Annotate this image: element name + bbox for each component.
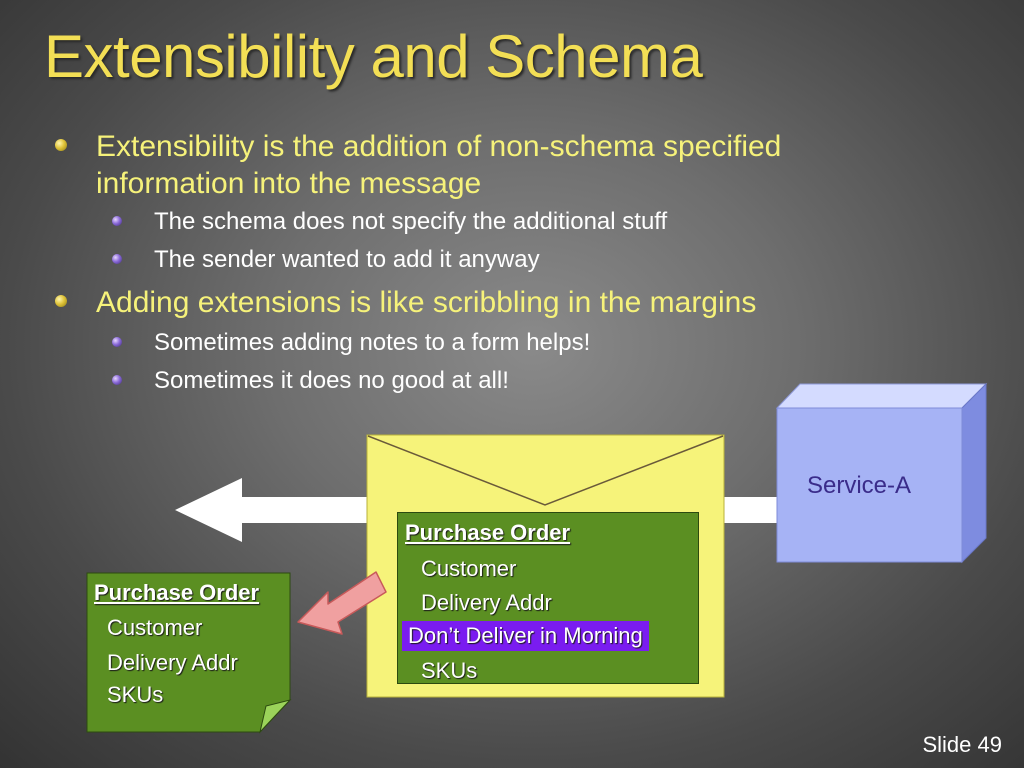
sub-bullet-dot-icon bbox=[112, 337, 122, 347]
sub-bullet-1-2-text: The sender wanted to add it anyway bbox=[154, 246, 540, 273]
note-arrow bbox=[297, 571, 387, 635]
bullet-2-text: Adding extensions is like scribbling in … bbox=[96, 286, 757, 319]
received-form-line: SKUs bbox=[107, 682, 164, 707]
bullet-1-text: Extensibility is the addition of non-sch… bbox=[96, 130, 782, 200]
sub-bullet-dot-icon bbox=[112, 375, 122, 385]
sub-bullet-1-1: The schema does not specify the addition… bbox=[112, 207, 668, 237]
sub-bullet-2-1-text: Sometimes adding notes to a form helps! bbox=[154, 329, 591, 356]
received-form-line: Customer bbox=[107, 615, 203, 640]
sub-bullet-1-1-text: The schema does not specify the addition… bbox=[154, 208, 668, 235]
bullet-dot-icon bbox=[55, 139, 67, 151]
sub-bullet-1-2: The sender wanted to add it anyway bbox=[112, 245, 540, 275]
slide-title: Extensibility and Schema bbox=[44, 23, 703, 90]
envelope-form-line: Customer bbox=[421, 556, 517, 581]
bullet-1: Extensibility is the addition of non-sch… bbox=[55, 128, 916, 202]
received-form bbox=[86, 572, 292, 734]
envelope-form-heading: Purchase Order bbox=[405, 520, 571, 545]
received-form-heading: Purchase Order bbox=[94, 580, 260, 605]
envelope-form bbox=[397, 512, 699, 684]
sub-bullet-2-2: Sometimes it does no good at all! bbox=[112, 366, 509, 396]
sub-bullet-dot-icon bbox=[112, 216, 122, 226]
extension-highlight: Don’t Deliver in Morning bbox=[402, 621, 649, 651]
bullet-2: Adding extensions is like scribbling in … bbox=[55, 284, 916, 321]
bullet-dot-icon bbox=[55, 295, 67, 307]
envelope-form-line: Delivery Addr bbox=[421, 590, 552, 615]
received-form-line: Delivery Addr bbox=[107, 650, 238, 675]
sub-bullet-2-1: Sometimes adding notes to a form helps! bbox=[112, 328, 591, 358]
sub-bullet-dot-icon bbox=[112, 254, 122, 264]
service-box bbox=[775, 382, 988, 564]
slide-number: Slide 49 bbox=[922, 732, 1002, 757]
service-label: Service-A bbox=[807, 472, 912, 499]
sub-bullet-2-2-text: Sometimes it does no good at all! bbox=[154, 367, 509, 394]
envelope-form-line: SKUs bbox=[421, 658, 478, 683]
